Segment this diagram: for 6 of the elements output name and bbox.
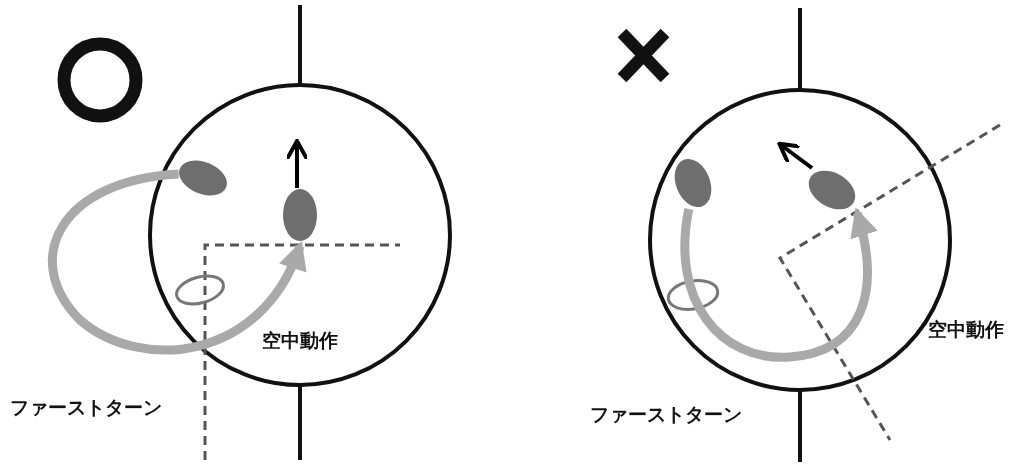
motion-label: 空中動作 [262, 328, 338, 353]
curved-arrow [680, 207, 878, 362]
motion-label: 空中動作 [928, 317, 1004, 342]
curved-arrow [48, 169, 305, 355]
motion-label: ファーストターン [590, 402, 742, 427]
motion-label: ファーストターン [10, 395, 162, 420]
